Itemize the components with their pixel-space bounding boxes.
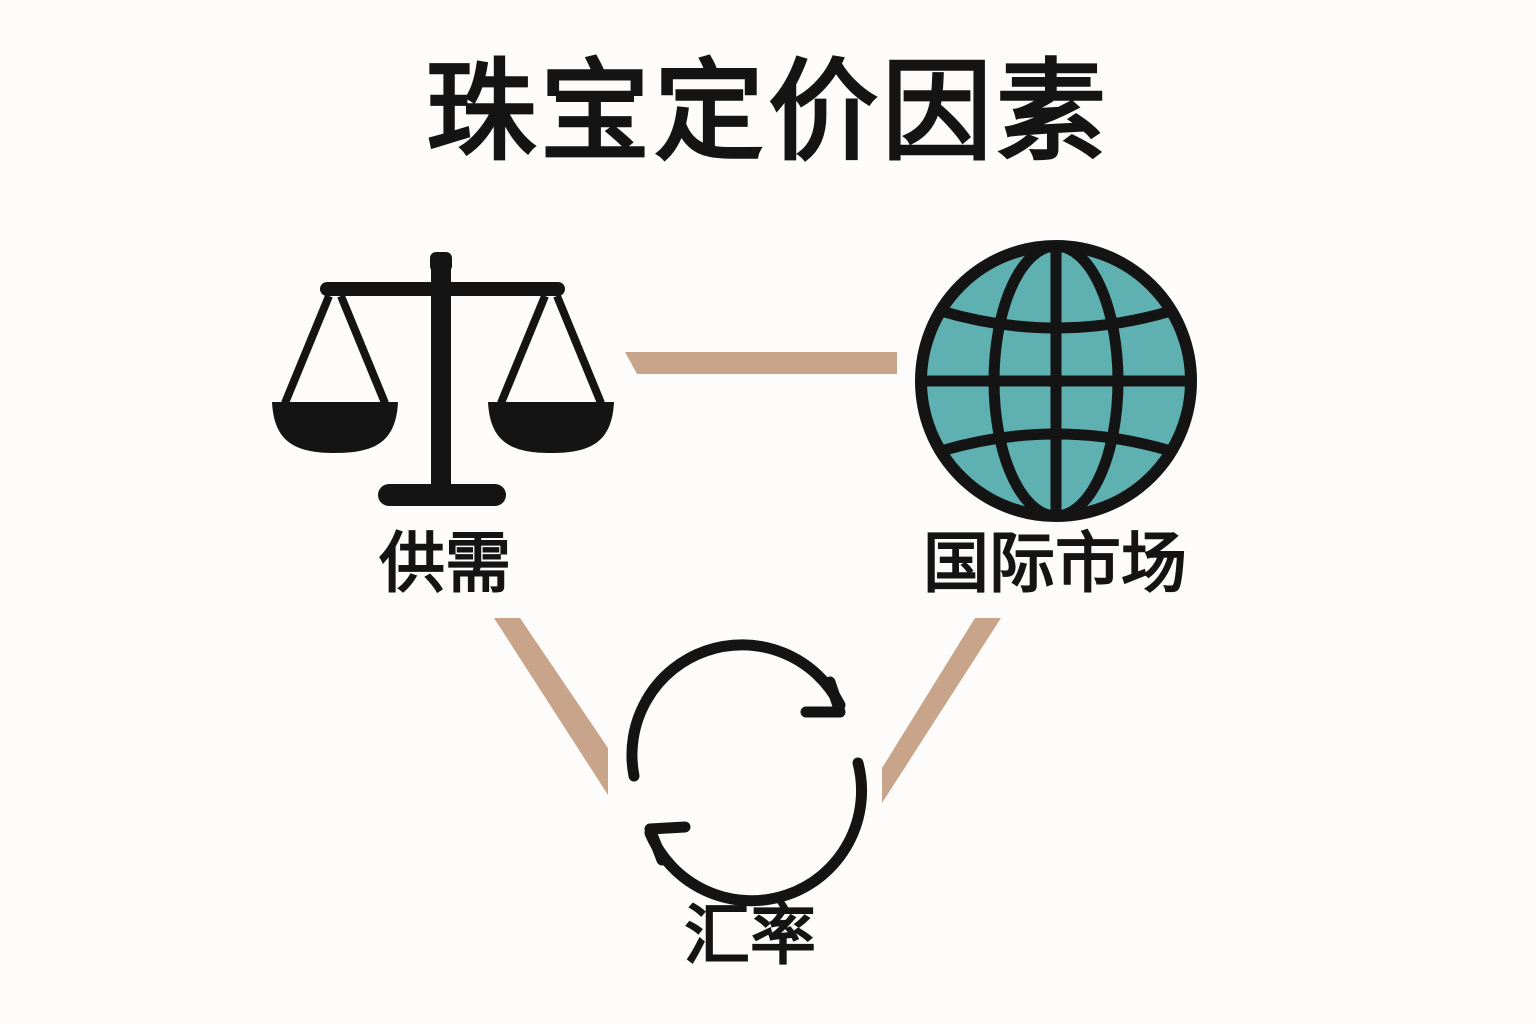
diagram-title: 珠宝定价因素	[426, 48, 1110, 176]
connector-supply-fx	[494, 618, 608, 795]
connector-intl-fx	[882, 618, 1001, 803]
label-exchange-rate: 汇率	[684, 897, 816, 974]
scale-icon	[272, 252, 614, 506]
refresh-cycle-icon	[626, 639, 868, 907]
label-supply-demand: 供需	[379, 525, 511, 602]
connector-supply-intl	[625, 352, 897, 374]
globe-icon	[915, 240, 1197, 522]
label-international-market: 国际市场	[923, 525, 1187, 602]
